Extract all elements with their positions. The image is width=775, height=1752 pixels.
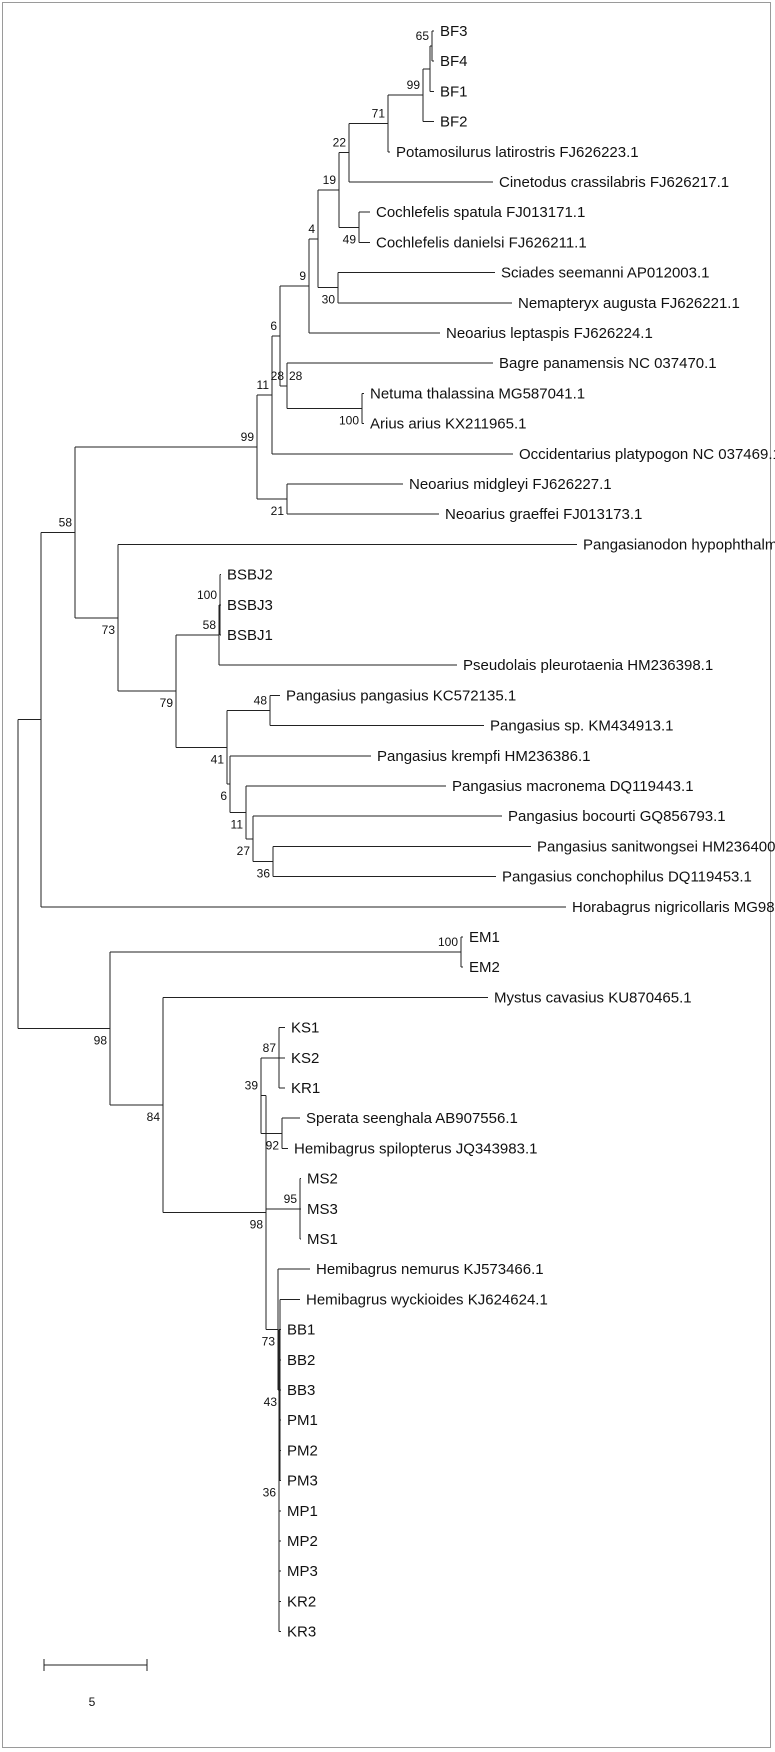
taxon-label: BF4 bbox=[440, 53, 468, 70]
taxon-label: BSBJ2 bbox=[227, 567, 273, 584]
bootstrap-support-value: 49 bbox=[343, 232, 357, 246]
bootstrap-support-value: 6 bbox=[270, 319, 277, 333]
bootstrap-support-value: 100 bbox=[197, 588, 217, 602]
taxon-label: PM2 bbox=[287, 1442, 318, 1459]
taxon-label: MP2 bbox=[287, 1533, 318, 1550]
taxon-label: Nemapteryx augusta FJ626221.1 bbox=[518, 295, 740, 312]
taxon-label: Cochlefelis spatula FJ013171.1 bbox=[376, 204, 585, 221]
taxon-label: PM3 bbox=[287, 1473, 318, 1490]
bootstrap-support-value: 98 bbox=[250, 1218, 264, 1232]
taxon-label: Cinetodus crassilabris FJ626217.1 bbox=[499, 174, 729, 191]
taxon-label: BF3 bbox=[440, 23, 468, 40]
bootstrap-support-value: 99 bbox=[241, 430, 255, 444]
taxon-label: Pangasius sanitwongsei HM236400.1 bbox=[537, 838, 775, 855]
bootstrap-support-value: 41 bbox=[211, 752, 225, 766]
taxon-label: KS2 bbox=[291, 1050, 319, 1067]
taxon-label: Pangasius macronema DQ119443.1 bbox=[452, 778, 694, 795]
taxon-label: Pangasius krempfi HM236386.1 bbox=[377, 748, 590, 765]
bootstrap-support-value: 100 bbox=[438, 935, 458, 949]
bootstrap-support-value: 73 bbox=[102, 623, 116, 637]
bootstrap-support-value: 36 bbox=[263, 1486, 277, 1500]
taxon-label: KS1 bbox=[291, 1020, 319, 1037]
taxon-label: MS2 bbox=[307, 1171, 338, 1188]
taxon-label: Horabagrus nigricollaris MG986722.1 bbox=[572, 899, 775, 916]
taxon-label: MP1 bbox=[287, 1503, 318, 1520]
tree-branches bbox=[17, 30, 577, 1633]
taxon-label: Pseudolais pleurotaenia HM236398.1 bbox=[463, 657, 713, 674]
taxon-label: Pangasius bocourti GQ856793.1 bbox=[508, 808, 726, 825]
bootstrap-support-value: 73 bbox=[262, 1335, 276, 1349]
taxon-label: Potamosilurus latirostris FJ626223.1 bbox=[396, 144, 639, 161]
taxon-label: MS1 bbox=[307, 1231, 338, 1248]
taxon-label: Netuma thalassina MG587041.1 bbox=[370, 385, 585, 402]
taxon-label: Mystus cavasius KU870465.1 bbox=[494, 989, 692, 1006]
bootstrap-support-value: 84 bbox=[147, 1110, 161, 1124]
bootstrap-support-value: 92 bbox=[266, 1138, 280, 1152]
bootstrap-support-value: 95 bbox=[284, 1192, 298, 1206]
taxon-label: BB3 bbox=[287, 1382, 315, 1399]
taxon-label: MP3 bbox=[287, 1563, 318, 1580]
taxon-label: BB1 bbox=[287, 1322, 315, 1339]
scale-bar-label: 5 bbox=[89, 1695, 96, 1709]
bootstrap-support-value: 99 bbox=[407, 78, 421, 92]
bootstrap-support-value: 9 bbox=[299, 269, 306, 283]
taxon-label: Occidentarius platypogon NC 037469.1 bbox=[519, 446, 775, 463]
bootstrap-support-value: 21 bbox=[271, 504, 285, 518]
bootstrap-support-value: 79 bbox=[160, 696, 174, 710]
taxon-label: BF1 bbox=[440, 83, 468, 100]
bootstrap-support-value: 27 bbox=[237, 844, 251, 858]
taxon-label: EM1 bbox=[469, 929, 500, 946]
taxon-label: KR2 bbox=[287, 1593, 316, 1610]
taxon-label: EM2 bbox=[469, 959, 500, 976]
taxon-label: Sciades seemanni AP012003.1 bbox=[501, 265, 709, 282]
bootstrap-support-value: 98 bbox=[94, 1034, 108, 1048]
taxon-label: BSBJ3 bbox=[227, 597, 273, 614]
taxon-label: Hemibagrus nemurus KJ573466.1 bbox=[316, 1261, 544, 1278]
bootstrap-support-value: 48 bbox=[254, 694, 268, 708]
taxon-label: Hemibagrus wyckioides KJ624624.1 bbox=[306, 1291, 548, 1308]
taxon-label: BSBJ1 bbox=[227, 627, 273, 644]
bootstrap-support-value: 58 bbox=[59, 515, 73, 529]
tree-labels: 6599712249193049100286112199100584836271… bbox=[59, 23, 775, 1641]
bootstrap-support-value: 30 bbox=[322, 293, 336, 307]
taxon-label: Neoarius leptaspis FJ626224.1 bbox=[446, 325, 653, 342]
taxon-label: Arius arius KX211965.1 bbox=[370, 416, 526, 433]
bootstrap-support-value: 28 bbox=[271, 369, 285, 383]
taxon-label: Neoarius graeffei FJ013173.1 bbox=[445, 506, 642, 523]
taxon-label: Pangasianodon hypophthalmus KC846907.1 bbox=[583, 536, 775, 553]
bootstrap-support-value: 6 bbox=[220, 789, 227, 803]
taxon-label: Hemibagrus spilopterus JQ343983.1 bbox=[294, 1140, 537, 1157]
bootstrap-support-value: 19 bbox=[323, 173, 337, 187]
bootstrap-support-value: 28 bbox=[289, 369, 303, 383]
bootstrap-support-value: 87 bbox=[263, 1041, 277, 1055]
bootstrap-support-value: 65 bbox=[416, 29, 430, 43]
taxon-label: Pangasius sp. KM434913.1 bbox=[490, 718, 673, 735]
bootstrap-support-value: 36 bbox=[257, 867, 271, 881]
taxon-label: Cochlefelis danielsi FJ626211.1 bbox=[376, 234, 587, 251]
bootstrap-support-value: 22 bbox=[333, 136, 347, 150]
taxon-label: Neoarius midgleyi FJ626227.1 bbox=[409, 476, 612, 493]
bootstrap-support-value: 39 bbox=[245, 1079, 259, 1093]
taxon-label: Pangasius pangasius KC572135.1 bbox=[286, 687, 516, 704]
bootstrap-support-value: 11 bbox=[231, 817, 244, 831]
taxon-label: BF2 bbox=[440, 114, 468, 131]
bootstrap-support-value: 11 bbox=[257, 378, 270, 392]
taxon-label: Pangasius conchophilus DQ119453.1 bbox=[502, 869, 752, 886]
taxon-label: Bagre panamensis NC 037470.1 bbox=[499, 355, 717, 372]
bootstrap-support-value: 71 bbox=[372, 106, 386, 120]
bootstrap-support-value: 58 bbox=[203, 618, 217, 632]
taxon-label: Sperata seenghala AB907556.1 bbox=[306, 1110, 518, 1127]
bootstrap-support-value: 43 bbox=[264, 1395, 278, 1409]
taxon-label: KR3 bbox=[287, 1624, 316, 1641]
taxon-label: PM1 bbox=[287, 1412, 318, 1429]
bootstrap-support-value: 100 bbox=[339, 414, 359, 428]
taxon-label: BB2 bbox=[287, 1352, 315, 1369]
taxon-label: MS3 bbox=[307, 1201, 338, 1218]
taxon-label: KR1 bbox=[291, 1080, 320, 1097]
bootstrap-support-value: 4 bbox=[308, 222, 315, 236]
